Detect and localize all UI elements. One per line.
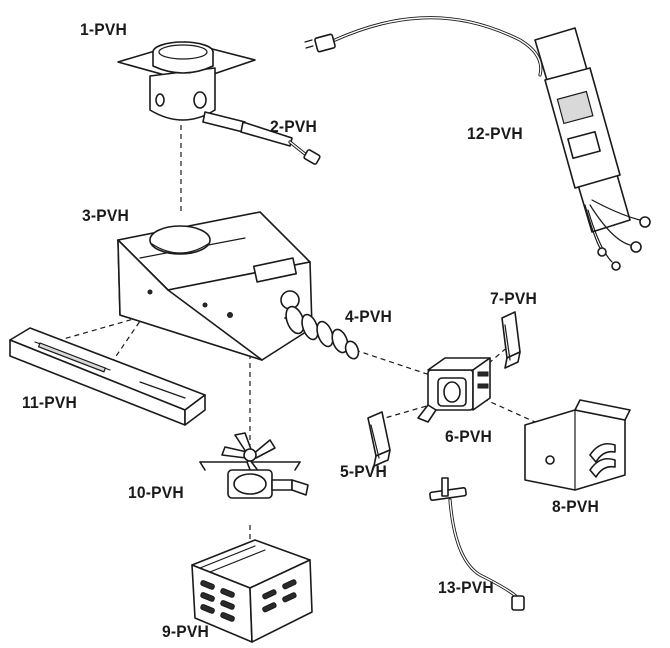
- part-label-8: 8-PVH: [552, 497, 599, 516]
- bracket-icon: [367, 411, 391, 467]
- part-label-1: 1-PVH: [80, 20, 127, 39]
- part-label-6: 6-PVH: [445, 427, 492, 446]
- auger-motor-icon: [417, 357, 491, 423]
- burn-pot-icon: [117, 41, 256, 121]
- part-label-9: 9-PVH: [162, 622, 209, 641]
- fan-icon: [199, 432, 309, 499]
- part-label-3: 3-PVH: [82, 206, 129, 225]
- part-label-2: 2-PVH: [270, 117, 317, 136]
- channel-icon: [9, 327, 206, 426]
- part-label-5: 5-PVH: [340, 462, 387, 481]
- igniter-icon: [202, 111, 321, 165]
- hopper-housing-icon: [117, 211, 313, 361]
- part-label-7: 7-PVH: [490, 289, 537, 308]
- part-label-13: 13-PVH: [438, 578, 494, 597]
- motor-cover-icon: [524, 399, 631, 491]
- control-board-icon: [304, 16, 651, 271]
- part-label-12: 12-PVH: [467, 124, 523, 143]
- fan-cage-icon: [191, 539, 313, 643]
- bracket-icon: [501, 311, 521, 369]
- auger-icon: [284, 305, 360, 360]
- temperature-probe-icon: [429, 477, 525, 611]
- part-label-10: 10-PVH: [128, 483, 184, 502]
- part-label-11: 11-PVH: [22, 393, 78, 412]
- part-label-4: 4-PVH: [345, 307, 392, 326]
